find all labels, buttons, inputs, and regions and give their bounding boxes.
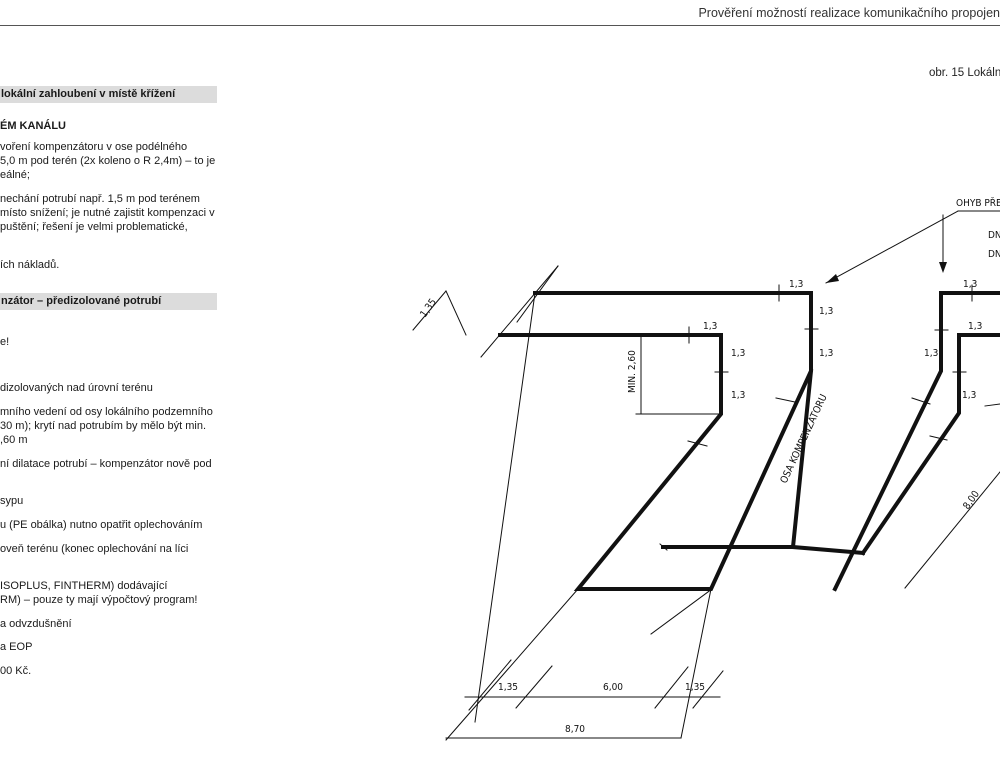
text-line: ISOPLUS, FINTHERM) dodávající [0,580,168,592]
text-line: eálné; [0,169,30,181]
text-line: e! [0,336,10,348]
label-1-3: 1,3 [703,321,717,332]
label-dn-2: DN [988,249,1000,260]
text-line: mního vedení od osy lokálního podzemního [0,406,213,418]
text-line: a odvzdušnění [0,618,72,630]
page-header-title: Prověření možností realizace komunikační… [698,6,1000,20]
pipe-outer-left [498,291,813,591]
label-6-00: 6,00 [603,682,623,693]
label-1-35-b: 1,35 [685,682,705,693]
text-line: RM) – pouze ty mají výpočtový program! [0,594,198,606]
label-1-35-left: 1,35 [418,297,439,320]
figure-caption: obr. 15 Lokální [929,67,1000,79]
pipe-inner-right [860,333,1000,556]
text-line: puštění; řešení je velmi problematické, [0,221,188,233]
text-line: sypu [0,495,24,507]
label-8-00: 8,00 [961,489,982,512]
dimension-lines [412,210,1000,741]
text-line: ích nákladů. [0,259,60,271]
label-8-70: 8,70 [565,724,585,735]
text-line: voření kompenzátoru v ose podélného [0,141,188,153]
text-line: 30 m); krytí nad potrubím by mělo být mi… [0,420,207,432]
text-line: ní dilatace potrubí – kompenzátor nově p… [0,458,212,470]
pipe-outer-right [832,291,1000,592]
header-rule [0,25,1000,26]
label-1-35-a: 1,35 [498,682,518,693]
subheading-channel: ÉM KANÁLU [0,120,66,132]
text-line: 5,0 m pod terén (2x koleno o R 2,4m) – t… [0,155,216,167]
label-1-3: 1,3 [789,279,803,290]
label-1-3: 1,3 [731,390,745,401]
text-line: oveň terénu (konec oplechování na líci [0,543,189,555]
label-1-3: 1,3 [819,306,833,317]
text-line: 00 Kč. [0,665,32,677]
label-1-3: 1,3 [968,321,982,332]
pipe-top-stub [790,544,866,556]
label-osa-kompenzatoru: OSA KOMPENZÁTORU [777,392,830,485]
text-line: ,60 m [0,434,28,446]
label-dn-1: DN [988,230,1000,241]
label-1-3: 1,3 [819,348,833,359]
label-1-3: 1,3 [924,348,938,359]
text-line: dizolovaných nad úrovní terénu [0,382,153,394]
label-1-3: 1,3 [963,279,977,290]
text-line: a EOP [0,641,33,653]
section-heading-local-deepening: lokální zahloubení v místě křížení [0,86,217,103]
label-1-3: 1,3 [962,390,976,401]
text-line: u (PE obálka) nutno opatřit oplechováním [0,519,203,531]
text-line: místo snížení; je nutné zajistit kompenz… [0,207,215,219]
label-1-3: 1,3 [731,348,745,359]
label-min-2-60: MIN. 2,60 [627,350,638,393]
section-heading-compensator: nzátor – předizolované potrubí [0,293,217,310]
text-line: nechání potrubí např. 1,5 m pod terénem [0,193,200,205]
